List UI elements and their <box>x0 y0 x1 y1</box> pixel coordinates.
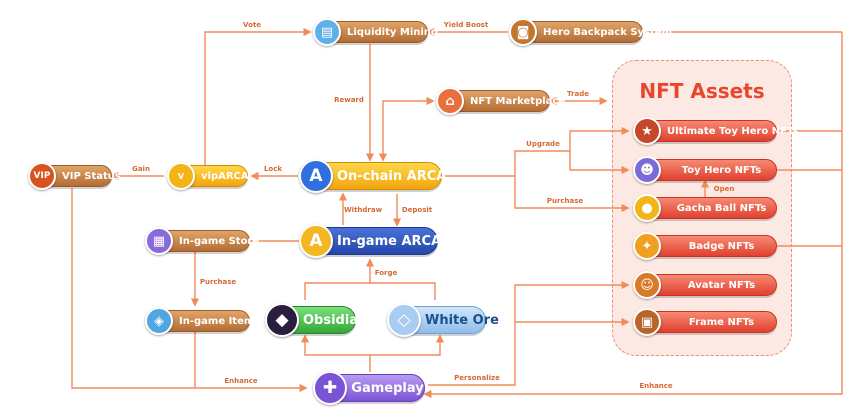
avatar-icon: ☺ <box>633 271 661 299</box>
label-enhance-left: Enhance <box>224 377 258 385</box>
node-toy-hero-nfts[interactable]: ☻ Toy Hero NFTs <box>633 156 777 184</box>
edge-gameplay-whiteore <box>370 334 445 356</box>
label-gain: Gain <box>132 165 150 173</box>
label-upgrade: Upgrade <box>526 140 560 148</box>
node-obsidian[interactable]: ◆ Obsidian <box>265 303 367 337</box>
white-ore-gem-icon: ◇ <box>387 303 421 337</box>
label-enhance-right: Enhance <box>639 382 673 390</box>
store-icon: ▦ <box>145 227 173 255</box>
node-gameplay[interactable]: ✚ Gameplay <box>313 371 425 405</box>
node-vip-status[interactable]: VIP VIP Status <box>28 162 121 190</box>
node-ultimate-toy-hero-nfts[interactable]: ★ Ultimate Toy Hero NFTs <box>633 117 798 145</box>
label-vote: Vote <box>243 21 261 29</box>
label-purchase-items: Purchase <box>199 278 237 286</box>
toy-hero-icon: ☻ <box>633 156 661 184</box>
fish-tank-icon: ▤ <box>313 18 341 46</box>
node-avatar-nfts[interactable]: ☺ Avatar NFTs <box>633 271 777 299</box>
marketplace-icon: ⌂ <box>436 87 464 115</box>
gamepad-icon: ✚ <box>313 371 347 405</box>
label-trade: Trade <box>567 90 589 98</box>
node-white-ore[interactable]: ◇ White Ore <box>387 303 499 337</box>
edge-upgrade <box>514 126 630 176</box>
backpack-icon: ◙ <box>509 18 537 46</box>
label-open: Open <box>713 185 735 193</box>
node-ingame-store[interactable]: ▦ In-game Store <box>145 227 259 255</box>
edge-upgrade-2 <box>569 151 630 175</box>
badge-icon: ✦ <box>633 232 661 260</box>
label-yield-boost: Yield Boost <box>443 21 489 29</box>
label-withdraw: Withdraw <box>343 206 383 214</box>
arca-coin-icon: A <box>299 159 333 193</box>
vip-ticket-icon: V <box>167 162 195 190</box>
edge-enhance-right-bus <box>423 32 843 399</box>
edge-enhance-left <box>71 188 308 393</box>
node-ingame-items[interactable]: ◈ In-game Items <box>145 307 260 335</box>
gacha-ball-icon: ● <box>633 194 661 222</box>
node-viparca[interactable]: V vipARCA <box>167 162 249 190</box>
label-purchase-gacha: Purchase <box>546 197 584 205</box>
ultimate-hero-icon: ★ <box>633 117 661 145</box>
nft-assets-title: NFT Assets <box>639 79 765 103</box>
node-hero-backpack-system[interactable]: ◙ Hero Backpack System <box>509 18 672 46</box>
node-nft-marketplace[interactable]: ⌂ NFT Marketplace <box>436 87 565 115</box>
label-lock: Lock <box>263 165 283 173</box>
node-liquidity-mining[interactable]: ▤ Liquidity Mining <box>313 18 438 46</box>
vip-card-icon: VIP <box>28 162 56 190</box>
node-ingame-arca[interactable]: A In-game ARCA <box>299 224 441 258</box>
node-gacha-ball-nfts[interactable]: ● Gacha Ball NFTs <box>633 194 777 222</box>
frame-icon: ▣ <box>633 308 661 336</box>
items-bag-icon: ◈ <box>145 307 173 335</box>
node-onchain-arca[interactable]: A On-chain ARCA <box>299 159 446 193</box>
edge-purchase-gacha <box>514 176 630 213</box>
label-reward: Reward <box>334 96 364 104</box>
node-badge-nfts[interactable]: ✦ Badge NFTs <box>633 232 777 260</box>
label-forge: Forge <box>374 269 398 277</box>
obsidian-gem-icon: ◆ <box>265 303 299 337</box>
edge-personalize <box>428 280 630 386</box>
edge-vote <box>204 27 312 165</box>
arca-coin-icon: A <box>299 224 333 258</box>
edge-onchain-marketplace <box>378 96 435 162</box>
label-deposit: Deposit <box>401 206 433 214</box>
label-personalize: Personalize <box>454 374 500 382</box>
node-frame-nfts[interactable]: ▣ Frame NFTs <box>633 308 777 336</box>
edge-gameplay-ores <box>300 334 371 372</box>
edge-forge <box>304 282 436 300</box>
